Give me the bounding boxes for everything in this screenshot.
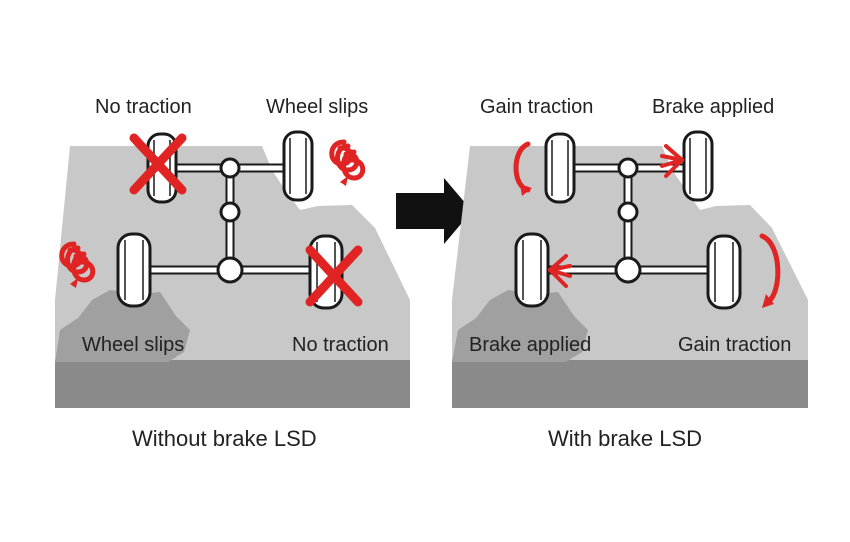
caption-without-brake-lsd: Without brake LSD <box>132 426 317 451</box>
left-rock <box>55 290 190 362</box>
label-gain-traction-bottom: Gain traction <box>678 334 792 356</box>
right-arrow-icon <box>396 178 472 244</box>
label-gain-traction-top: Gain traction <box>480 96 594 118</box>
label-no-traction-bottom: No traction <box>292 334 389 356</box>
right-rear-left-wheel <box>514 232 550 308</box>
left-terrain-base <box>55 356 410 408</box>
label-wheel-slips-top: Wheel slips <box>266 96 369 118</box>
right-rock <box>452 290 588 362</box>
right-front-right-wheel <box>682 130 714 202</box>
left-rear-left-wheel <box>116 232 152 308</box>
caption-with-brake-lsd: With brake LSD <box>548 426 703 451</box>
spin-arrow-icon <box>332 142 363 186</box>
rotation-arrow-icon <box>759 233 781 308</box>
right-rear-right-wheel <box>706 234 742 310</box>
rotation-arrow-icon <box>513 141 532 196</box>
label-brake-applied-top: Brake applied <box>652 96 775 118</box>
label-wheel-slips-bottom: Wheel slips <box>82 334 185 356</box>
left-front-right-wheel <box>282 130 314 202</box>
label-brake-applied-bottom: Brake applied <box>469 334 592 356</box>
right-front-left-wheel <box>544 132 576 204</box>
right-terrain-base <box>452 356 808 408</box>
left-panel <box>55 130 410 408</box>
right-panel <box>452 130 808 408</box>
label-no-traction-top: No traction <box>95 96 192 118</box>
